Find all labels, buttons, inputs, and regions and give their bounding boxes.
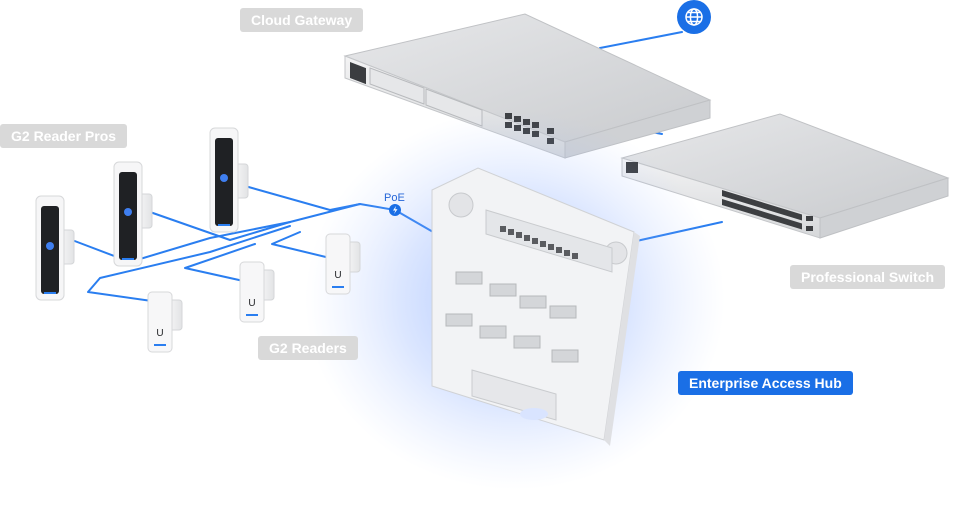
poe-label: PoE xyxy=(384,192,405,204)
g2-reader-pro-1[interactable] xyxy=(35,195,75,301)
g2-reader-3[interactable]: U xyxy=(325,233,361,295)
link-reader-1 xyxy=(87,225,291,306)
switch-ports xyxy=(722,189,813,231)
professional-switch-label: Professional Switch xyxy=(790,265,946,289)
cloud-gateway-label: Cloud Gateway xyxy=(240,8,364,32)
g2-reader-2[interactable]: U xyxy=(239,261,275,323)
svg-text:U: U xyxy=(156,328,163,339)
lightning-bolt-icon xyxy=(393,206,398,214)
globe-icon xyxy=(685,8,703,26)
poe-node xyxy=(389,204,401,216)
link-reader-pro-1 xyxy=(71,221,291,263)
link-reader-3 xyxy=(271,231,331,259)
hub-ports xyxy=(500,226,578,259)
enterprise-access-hub-device[interactable] xyxy=(305,110,725,490)
g2-readers-label: G2 Readers xyxy=(258,336,358,360)
g2-reader-pro-3[interactable] xyxy=(209,127,249,233)
enterprise-access-hub-label: Enterprise Access Hub xyxy=(678,371,853,395)
internet-node[interactable] xyxy=(677,0,711,34)
g2-reader-1[interactable]: U xyxy=(147,291,183,353)
g2-reader-pros-label: G2 Reader Pros xyxy=(0,124,128,148)
link-reader-pro-2 xyxy=(149,203,361,241)
svg-text:U: U xyxy=(334,270,341,281)
svg-text:U: U xyxy=(248,298,255,309)
g2-reader-pro-2[interactable] xyxy=(113,161,153,267)
hub-terminal-blocks xyxy=(445,271,579,363)
link-reader-2 xyxy=(184,243,267,287)
link-internet-gateway xyxy=(599,31,683,49)
